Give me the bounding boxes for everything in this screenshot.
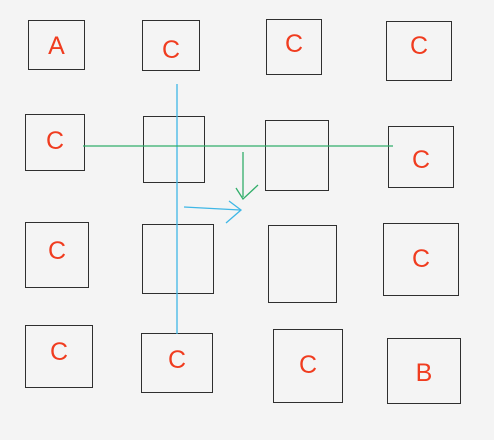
down-arrow-icon — [235, 152, 259, 201]
grid-cell-r1-c2 — [265, 120, 329, 191]
grid-cell-r3-c3: B — [387, 338, 461, 404]
cell-label: C — [409, 31, 429, 60]
right-arrow-icon — [183, 200, 243, 224]
cell-label: C — [45, 127, 65, 155]
grid-cell-r1-c1 — [143, 116, 205, 183]
cell-label: C — [161, 36, 181, 64]
cell-label: C — [284, 30, 304, 58]
grid-cell-r3-c0: C — [25, 325, 93, 388]
cell-label: C — [49, 338, 69, 366]
cell-label: A — [48, 31, 65, 60]
cell-label: C — [167, 346, 187, 374]
grid-cell-r2-c3: C — [383, 223, 459, 296]
cell-label: C — [411, 245, 431, 273]
grid-cell-r2-c1 — [142, 224, 214, 294]
cell-label: C — [411, 145, 431, 174]
grid-cell-r0-c1: C — [142, 20, 200, 71]
grid-cell-r0-c3: C — [386, 21, 452, 81]
grid-cell-r3-c1: C — [141, 333, 213, 393]
grid-cell-r1-c0: C — [25, 114, 85, 171]
cell-label: B — [415, 358, 433, 387]
grid-cell-r0-c2: C — [266, 19, 322, 75]
grid-cell-r2-c0: C — [25, 222, 89, 288]
grid-cell-r1-c3: C — [388, 126, 454, 188]
grid-cell-r0-c0: A — [28, 20, 85, 70]
cell-label: C — [298, 350, 318, 379]
cell-label: C — [47, 236, 67, 265]
grid-cell-r2-c2 — [268, 225, 337, 303]
grid-cell-r3-c2: C — [273, 329, 343, 403]
